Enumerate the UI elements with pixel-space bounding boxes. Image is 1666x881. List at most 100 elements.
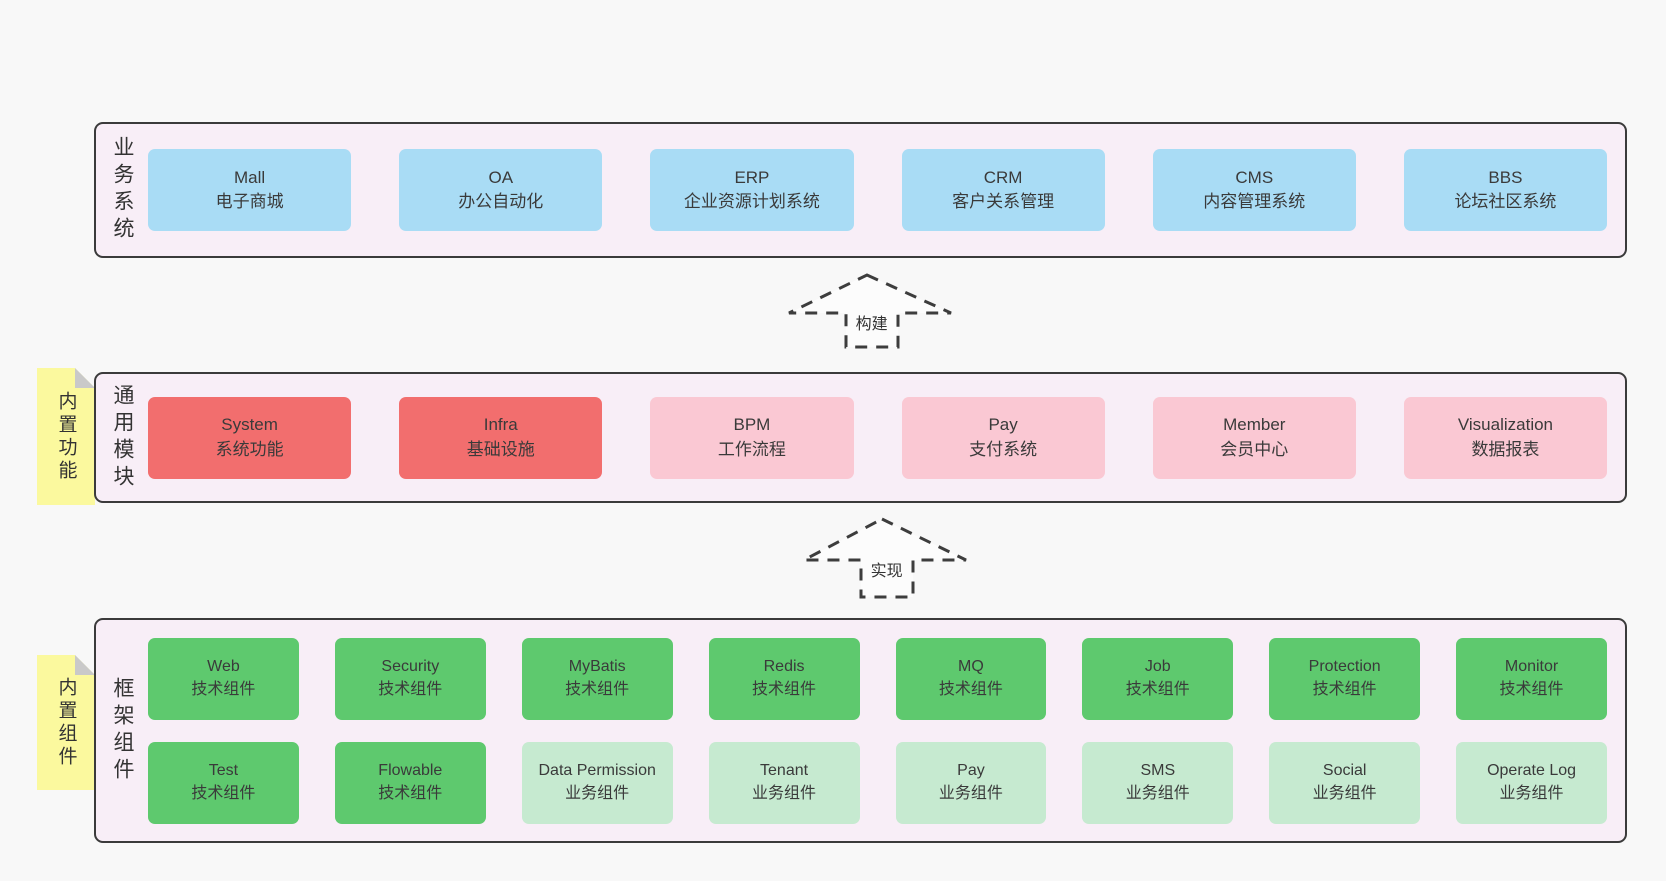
box-subtitle: 技术组件 — [191, 784, 256, 802]
box-title: Data Permission — [538, 761, 656, 779]
sticky-note-label: 内置功能 — [55, 390, 77, 483]
box-subtitle: 工作流程 — [717, 439, 786, 459]
box-title: Flowable — [378, 761, 443, 779]
box-data-permission: Data Permission 业务组件 — [521, 741, 673, 824]
box-web: Web 技术组件 — [148, 637, 299, 720]
box-title: ERP — [734, 167, 770, 187]
box-title: Operate Log — [1487, 761, 1577, 779]
box-member: Member 会员中心 — [1152, 396, 1356, 479]
box-mall: Mall 电子商城 — [148, 149, 352, 231]
box-subtitle: 论坛社区系统 — [1454, 192, 1557, 211]
box-subtitle: 技术组件 — [1499, 680, 1564, 698]
box-title: Web — [207, 657, 240, 675]
box-mq: MQ 技术组件 — [895, 637, 1047, 720]
box-subtitle: 业务组件 — [1499, 784, 1564, 802]
band-common-modules: 通用模块 System 系统功能 Infra 基础设施 BPM 工作流程 Pay… — [94, 372, 1627, 503]
box-title: CRM — [983, 167, 1023, 187]
arrow-build: 构建 — [785, 272, 955, 350]
box-title: BBS — [1488, 167, 1523, 187]
arrow-build-label: 构建 — [852, 310, 891, 334]
box-subtitle: 技术组件 — [938, 680, 1003, 698]
box-subtitle: 技术组件 — [752, 680, 817, 698]
box-subtitle: 办公自动化 — [458, 192, 544, 211]
box-title: CMS — [1235, 167, 1274, 187]
box-subtitle: 电子商城 — [215, 192, 284, 211]
box-subtitle: 业务组件 — [565, 784, 630, 802]
tech-components-row: Web 技术组件 Security 技术组件 MyBatis 技术组件 Redi… — [148, 637, 1607, 720]
box-tenant: Tenant 业务组件 — [708, 741, 860, 824]
box-cms: CMS 内容管理系统 — [1152, 149, 1356, 231]
box-operate-log: Operate Log 业务组件 — [1456, 741, 1607, 824]
box-subtitle: 会员中心 — [1220, 439, 1289, 459]
box-title: Pay — [988, 415, 1018, 435]
box-subtitle: 系统功能 — [215, 439, 284, 459]
box-erp: ERP 企业资源计划系统 — [650, 149, 854, 231]
arrow-implement-label: 实现 — [867, 557, 906, 581]
box-sms: SMS 业务组件 — [1082, 741, 1234, 824]
business-systems-row: Mall 电子商城 OA 办公自动化 ERP 企业资源计划系统 CRM 客户关系… — [148, 124, 1625, 256]
box-system: System 系统功能 — [148, 396, 352, 479]
box-title: Member — [1223, 415, 1286, 435]
band-business-systems: 业务系统 Mall 电子商城 OA 办公自动化 ERP 企业资源计划系统 CRM… — [94, 122, 1627, 258]
box-subtitle: 数据报表 — [1471, 439, 1540, 459]
box-subtitle: 业务组件 — [938, 784, 1003, 802]
framework-components-grid: Web 技术组件 Security 技术组件 MyBatis 技术组件 Redi… — [148, 620, 1625, 841]
box-title: MyBatis — [568, 657, 626, 675]
box-protection: Protection 技术组件 — [1269, 637, 1421, 720]
box-title: OA — [488, 167, 514, 187]
box-oa: OA 办公自动化 — [399, 149, 603, 231]
box-flowable: Flowable 技术组件 — [334, 741, 486, 824]
box-title: Protection — [1308, 657, 1381, 675]
band-title-framework-components: 框架组件 — [111, 676, 134, 785]
box-subtitle: 技术组件 — [565, 680, 630, 698]
box-pay-system: Pay 支付系统 — [901, 396, 1105, 479]
box-title: Job — [1144, 657, 1171, 675]
band-title-business-systems: 业务系统 — [111, 136, 134, 244]
box-pay-component: Pay 业务组件 — [895, 741, 1047, 824]
box-subtitle: 基础设施 — [466, 439, 535, 459]
box-title: Tenant — [760, 761, 809, 779]
box-title: MQ — [958, 657, 984, 675]
box-social: Social 业务组件 — [1269, 741, 1421, 824]
arrow-implement: 实现 — [800, 516, 970, 600]
box-subtitle: 内容管理系统 — [1203, 192, 1306, 211]
box-title: SMS — [1140, 761, 1176, 779]
box-title: System — [221, 415, 278, 435]
band-title-common-modules: 通用模块 — [111, 383, 134, 492]
box-monitor: Monitor 技术组件 — [1456, 637, 1607, 720]
band-framework-components: 框架组件 Web 技术组件 Security 技术组件 MyBatis 技术组件… — [94, 618, 1627, 843]
box-subtitle: 技术组件 — [378, 784, 443, 802]
box-crm: CRM 客户关系管理 — [901, 149, 1105, 231]
box-subtitle: 支付系统 — [969, 439, 1038, 459]
box-job: Job 技术组件 — [1082, 637, 1234, 720]
box-mybatis: MyBatis 技术组件 — [521, 637, 673, 720]
box-subtitle: 技术组件 — [191, 680, 256, 698]
box-subtitle: 技术组件 — [1312, 680, 1377, 698]
box-title: Redis — [763, 657, 805, 675]
box-title: Test — [208, 761, 239, 779]
box-title: Visualization — [1457, 415, 1554, 435]
box-redis: Redis 技术组件 — [708, 637, 860, 720]
box-title: Infra — [483, 415, 518, 435]
box-subtitle: 客户关系管理 — [952, 192, 1055, 211]
box-title: Mall — [234, 167, 266, 187]
sticky-note-label: 内置组件 — [55, 676, 77, 769]
box-title: Security — [381, 657, 440, 675]
box-test: Test 技术组件 — [148, 741, 299, 824]
sticky-note-built-in-features: 内置功能 — [37, 368, 95, 505]
sticky-note-built-in-components: 内置组件 — [37, 655, 95, 790]
box-security: Security 技术组件 — [334, 637, 486, 720]
box-infra: Infra 基础设施 — [399, 396, 603, 479]
box-subtitle: 技术组件 — [378, 680, 443, 698]
box-title: Monitor — [1504, 657, 1559, 675]
biz-components-row: Test 技术组件 Flowable 技术组件 Data Permission … — [148, 741, 1607, 824]
box-bbs: BBS 论坛社区系统 — [1403, 149, 1608, 231]
box-subtitle: 业务组件 — [1312, 784, 1377, 802]
box-subtitle: 企业资源计划系统 — [683, 192, 820, 211]
box-subtitle: 技术组件 — [1125, 680, 1190, 698]
box-subtitle: 业务组件 — [752, 784, 817, 802]
box-visualization: Visualization 数据报表 — [1403, 396, 1608, 479]
box-title: Pay — [957, 761, 985, 779]
box-title: Social — [1322, 761, 1367, 779]
box-subtitle: 业务组件 — [1125, 784, 1190, 802]
